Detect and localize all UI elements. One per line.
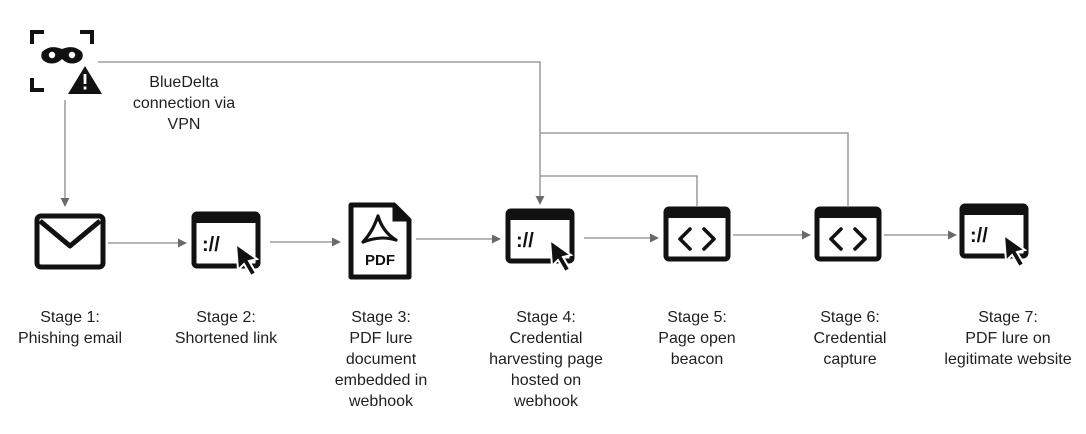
svg-text:PDF: PDF <box>365 252 395 269</box>
svg-text:://: :// <box>202 234 220 256</box>
browser-link-cursor-icon: :// <box>959 203 1029 269</box>
browser-link-cursor-icon: :// <box>505 208 575 274</box>
stage-label-line: embedded in <box>334 372 428 389</box>
svg-text:://: :// <box>516 230 534 252</box>
stage-label-line: Shortened link <box>174 330 278 347</box>
code-window-icon <box>814 206 882 262</box>
stage-label-line: Credential <box>813 330 887 347</box>
stage-3-label: Stage 3: PDF lure document embedded in w… <box>335 307 428 412</box>
stage-label-line: Stage 1: <box>40 309 100 326</box>
stage-label-line: PDF lure on <box>965 330 1051 347</box>
vpn-label-line: BlueDelta <box>149 74 219 91</box>
arrow-actor-to-stage4 <box>98 61 545 205</box>
stage-6-label: Stage 6: Credential capture <box>814 307 887 370</box>
warning-icon <box>68 66 102 94</box>
pdf-document-icon: PDF <box>348 202 412 280</box>
stage-5-label: Stage 5: Page open beacon <box>658 307 735 370</box>
stage-label-line: document <box>345 351 417 368</box>
stage-label-line: Stage 7: <box>978 309 1038 326</box>
stage-label-line: Stage 5: <box>667 309 727 326</box>
connector-lines <box>60 61 957 248</box>
code-window-icon <box>663 206 731 262</box>
stage-label-line: Stage 6: <box>820 309 880 326</box>
vpn-connection-label: BlueDelta connection via VPN <box>133 72 235 135</box>
stage-label-line: Stage 3: <box>351 309 411 326</box>
browser-link-cursor-icon: :// <box>191 211 261 278</box>
arrow-stage6-to-stage4 <box>540 132 849 206</box>
stage-label-line: Stage 2: <box>196 309 256 326</box>
envelope-icon <box>34 213 106 270</box>
stage-label-line: Phishing email <box>17 330 123 347</box>
stage-label-line: hosted on <box>510 372 582 389</box>
stage-label-line: Credential <box>509 330 583 347</box>
stage-label-line: Stage 4: <box>516 309 576 326</box>
stage-4-label: Stage 4: Credential harvesting page host… <box>489 307 603 412</box>
stage-2-label: Stage 2: Shortened link <box>175 307 277 349</box>
stage-label-line: Page open <box>658 330 736 347</box>
stage-label-line: capture <box>823 351 877 368</box>
arrow-stage5-to-stage4 <box>540 175 698 206</box>
vpn-label-line: connection via <box>132 95 236 112</box>
stage-7-label: Stage 7: PDF lure on legitimate website <box>944 307 1071 370</box>
stage-label-line: legitimate website <box>944 351 1072 368</box>
vpn-label-line: VPN <box>167 116 201 133</box>
stage-1-label: Stage 1: Phishing email <box>18 307 122 349</box>
masked-threat-actor-icon <box>30 30 102 94</box>
stage-label-line: webhook <box>513 393 579 410</box>
stage-label-line: beacon <box>670 351 724 368</box>
stage-label-line: PDF lure <box>349 330 413 347</box>
stage-label-line: webhook <box>348 393 414 410</box>
stage-label-line: harvesting page <box>489 351 603 368</box>
svg-text:://: :// <box>970 225 988 247</box>
